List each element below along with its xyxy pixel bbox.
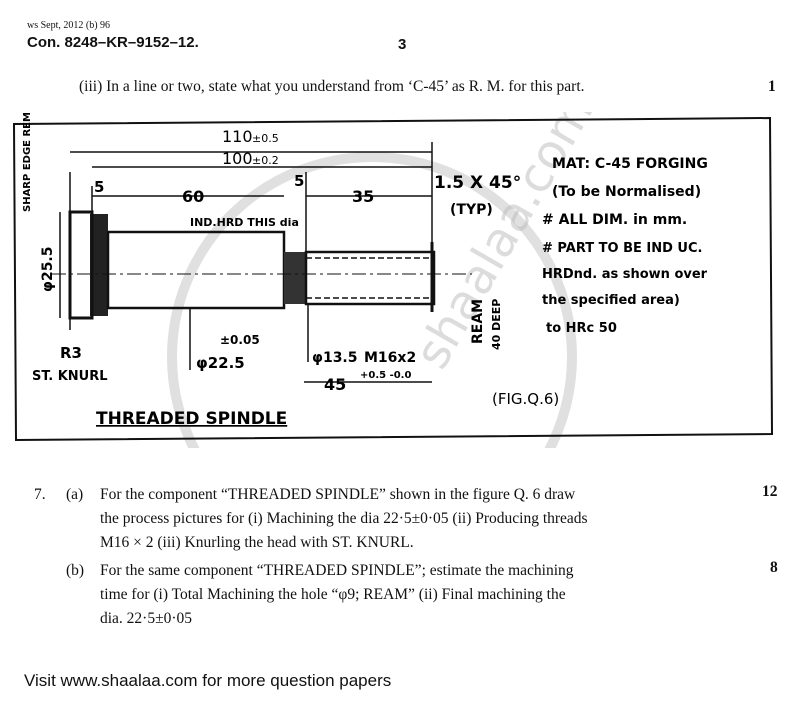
spindle-head [68,210,94,320]
st-knurl-note: ST. KNURL [32,369,108,384]
ind-hrd-note: IND.HRD THIS dia [190,216,299,229]
paper-code: Con. 8248–KR–9152–12. [27,34,199,51]
note-area: the specified area) [542,293,680,308]
dim-60: 60 [182,187,204,206]
ream-note: REAM [470,299,486,344]
m16-note: M16x2 [364,350,416,366]
dia-25: φ25.5 [40,247,56,293]
question-7a-label: (a) [66,486,84,503]
question-7a-line-3: M16 × 2 (iii) Knurling the head with ST.… [100,534,414,551]
note-hrc: to HRc 50 [546,321,617,336]
dia-13: φ13.5 [312,350,358,366]
question-7a-line-1: For the component “THREADED SPINDLE” sho… [100,486,576,503]
question-7b-line-3: dia. 22·5±0·05 [100,610,193,627]
figure-label: (FIG.Q.6) [492,390,559,408]
dim-100: 100 [222,149,253,168]
header-small-text: ws Sept, 2012 (b) 96 [27,20,111,31]
note-material: MAT: C-45 FORGING [552,156,708,172]
typ-note: (TYP) [450,202,493,218]
question-6-iii: (iii) In a line or two, state what you u… [79,78,585,95]
dim-35: 35 [352,187,374,206]
tol-110: ±0.5 [252,132,279,145]
figure-frame [12,116,774,442]
question-7b-line-2: time for (i) Total Machining the hole “φ… [100,586,566,603]
dim-5-thread: 5 [294,172,304,190]
figure-title: THREADED SPINDLE [96,409,287,429]
dim-45: 45 [324,375,346,394]
question-6-iii-marks: 1 [768,78,776,95]
question-7a-marks: 12 [762,483,778,500]
note-hardened: HRDnd. as shown over [542,267,708,282]
chamfer-note: 1.5 X 45° [434,173,521,193]
dim-110: 110 [222,127,253,146]
dim-5-head: 5 [94,178,104,196]
question-7b-label: (b) [66,562,85,579]
dia-22: φ22.5 [196,354,245,372]
threaded-end [304,250,436,306]
deep-note: 40 DEEP [490,299,503,350]
tol-45: +0.5 -0.0 [360,370,411,381]
spindle-head-knurl [90,214,108,316]
note-normalised: (To be Normalised) [552,184,701,200]
page-number: 3 [398,36,407,53]
question-7-number: 7. [34,486,46,503]
question-7b-line-1: For the same component “THREADED SPINDLE… [100,562,574,579]
tol-22: ±0.05 [220,333,260,347]
tol-100: ±0.2 [252,154,279,167]
note-part-ind: # PART TO BE IND UC. [542,241,702,256]
note-all-dim: # ALL DIM. in mm. [542,212,687,228]
r3-note: R3 [60,344,82,362]
sharp-edge-note: SHARP EDGE REMOVED 0.5 x 45 [22,112,33,212]
thread-start [284,252,306,304]
footer-link-text[interactable]: Visit www.shaalaa.com for more question … [24,671,392,690]
question-7b-marks: 8 [770,559,778,576]
threaded-spindle-figure: shaalaa.com 110 ±0.5 100 ±0.2 1.5 X 45° … [12,112,774,448]
watermark-circle [167,152,577,448]
question-7a-line-2: the process pictures for (i) Machining t… [100,510,588,527]
